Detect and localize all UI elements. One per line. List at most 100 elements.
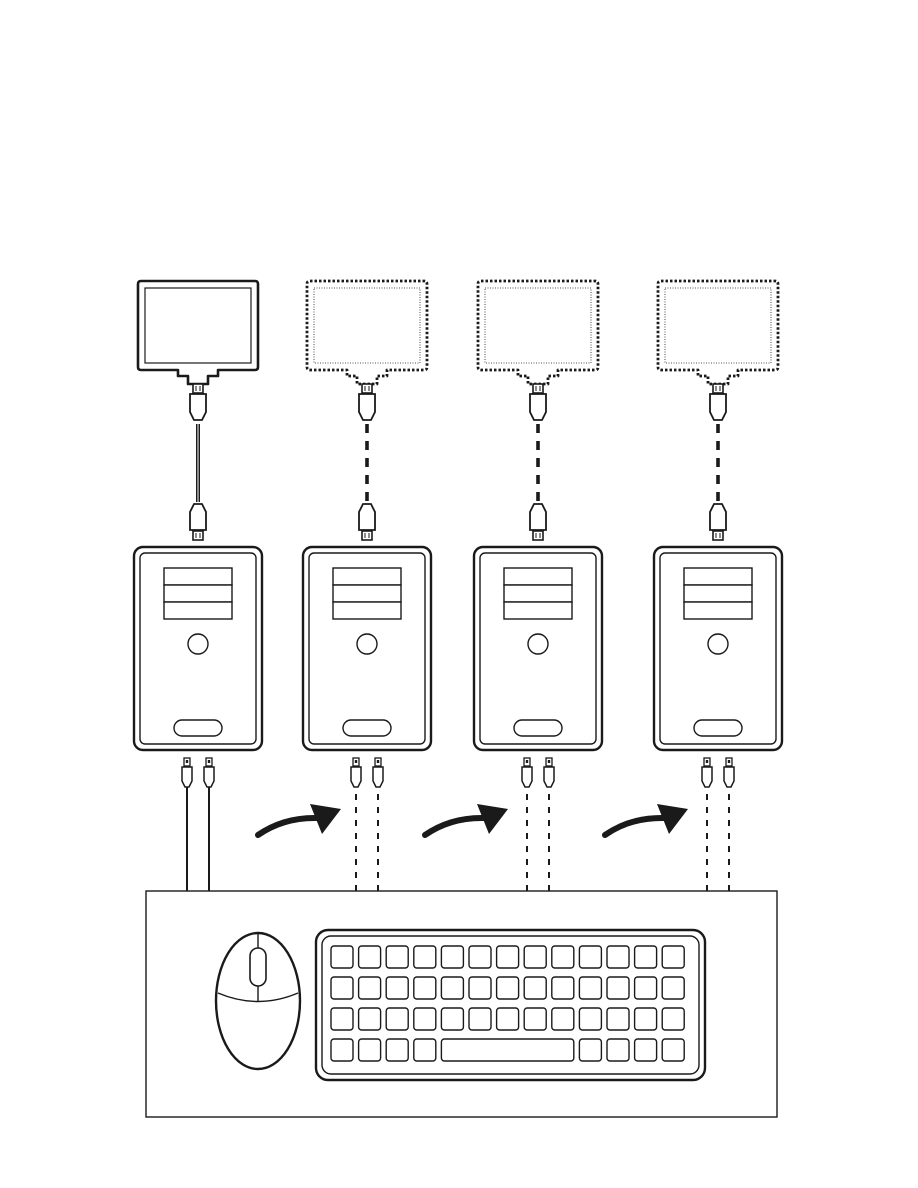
monitor-frame bbox=[658, 281, 778, 384]
key bbox=[635, 1008, 657, 1030]
key bbox=[331, 946, 353, 968]
hdmi-plug-icon bbox=[530, 384, 546, 420]
switch-arrow-icon bbox=[605, 804, 688, 835]
monitor-icon bbox=[658, 281, 778, 384]
key bbox=[386, 1039, 408, 1061]
drive-bay bbox=[504, 585, 572, 602]
drive-bay bbox=[164, 602, 232, 619]
key bbox=[607, 1008, 629, 1030]
key bbox=[524, 977, 546, 999]
hdmi-plug-icon bbox=[190, 504, 206, 540]
power-button-icon bbox=[188, 634, 208, 654]
drive-bay bbox=[164, 568, 232, 585]
key bbox=[331, 977, 353, 999]
monitor-icon bbox=[138, 281, 258, 384]
key bbox=[331, 1008, 353, 1030]
monitor-screen bbox=[145, 288, 251, 363]
key bbox=[359, 977, 381, 999]
key bbox=[497, 946, 519, 968]
hdmi-plug-icon bbox=[190, 384, 206, 420]
key bbox=[414, 977, 436, 999]
computer-tower-icon bbox=[654, 547, 782, 750]
hdmi-plug-icon bbox=[710, 504, 726, 540]
hdmi-plug-icon bbox=[530, 504, 546, 540]
front-slot bbox=[343, 720, 391, 736]
video-cables bbox=[190, 384, 726, 540]
key bbox=[552, 946, 574, 968]
key bbox=[579, 946, 601, 968]
usb-plug-icon bbox=[702, 758, 712, 787]
key bbox=[524, 946, 546, 968]
key bbox=[441, 1008, 463, 1030]
drive-bay bbox=[684, 602, 752, 619]
key bbox=[359, 946, 381, 968]
space-bar-key bbox=[441, 1039, 573, 1061]
key bbox=[662, 1039, 684, 1061]
front-slot bbox=[694, 720, 742, 736]
switch-arrow-icon bbox=[425, 804, 508, 835]
drive-bay bbox=[333, 602, 401, 619]
key bbox=[441, 946, 463, 968]
usb-plug-icon bbox=[182, 758, 192, 787]
usb-plug-icon bbox=[351, 758, 361, 787]
key bbox=[662, 1008, 684, 1030]
drive-bay bbox=[504, 568, 572, 585]
hdmi-plug-icon bbox=[359, 504, 375, 540]
mouse-icon bbox=[216, 933, 300, 1069]
key bbox=[331, 1039, 353, 1061]
key bbox=[359, 1039, 381, 1061]
monitor-frame bbox=[307, 281, 427, 384]
key bbox=[441, 977, 463, 999]
drive-bay bbox=[684, 568, 752, 585]
power-button-icon bbox=[708, 634, 728, 654]
hdmi-plug-icon bbox=[359, 384, 375, 420]
key bbox=[469, 1008, 491, 1030]
monitor-icon bbox=[478, 281, 598, 384]
usb-plug-icon bbox=[373, 758, 383, 787]
keyboard-icon bbox=[316, 930, 705, 1080]
computer-tower-icon bbox=[474, 547, 602, 750]
key bbox=[497, 1008, 519, 1030]
front-slot bbox=[174, 720, 222, 736]
desk-area bbox=[146, 891, 777, 1117]
key bbox=[635, 946, 657, 968]
key bbox=[552, 1008, 574, 1030]
key bbox=[414, 1039, 436, 1061]
monitor-frame bbox=[478, 281, 598, 384]
key bbox=[414, 946, 436, 968]
key bbox=[469, 977, 491, 999]
switch-arrow-icon bbox=[258, 804, 341, 835]
key bbox=[607, 1039, 629, 1061]
scroll-wheel-icon bbox=[250, 948, 266, 986]
drive-bay bbox=[333, 585, 401, 602]
computer-tower-icon bbox=[134, 547, 262, 750]
key bbox=[386, 946, 408, 968]
drive-bay bbox=[504, 602, 572, 619]
drive-bay bbox=[684, 585, 752, 602]
power-button-icon bbox=[357, 634, 377, 654]
usb-plug-icon bbox=[724, 758, 734, 787]
front-slot bbox=[514, 720, 562, 736]
key bbox=[579, 977, 601, 999]
computer-tower-icon bbox=[303, 547, 431, 750]
key bbox=[607, 977, 629, 999]
monitors bbox=[138, 281, 778, 384]
usb-plug-icon bbox=[544, 758, 554, 787]
usb-plug-icon bbox=[522, 758, 532, 787]
key bbox=[469, 946, 491, 968]
computers bbox=[134, 547, 782, 750]
key bbox=[579, 1008, 601, 1030]
key bbox=[607, 946, 629, 968]
usb-plug-icon bbox=[204, 758, 214, 787]
key bbox=[524, 1008, 546, 1030]
drive-bay bbox=[164, 585, 232, 602]
key bbox=[635, 977, 657, 999]
drive-bay bbox=[333, 568, 401, 585]
key bbox=[386, 977, 408, 999]
key bbox=[552, 977, 574, 999]
power-button-icon bbox=[528, 634, 548, 654]
usb-cables bbox=[182, 758, 734, 891]
key bbox=[662, 977, 684, 999]
key bbox=[662, 946, 684, 968]
